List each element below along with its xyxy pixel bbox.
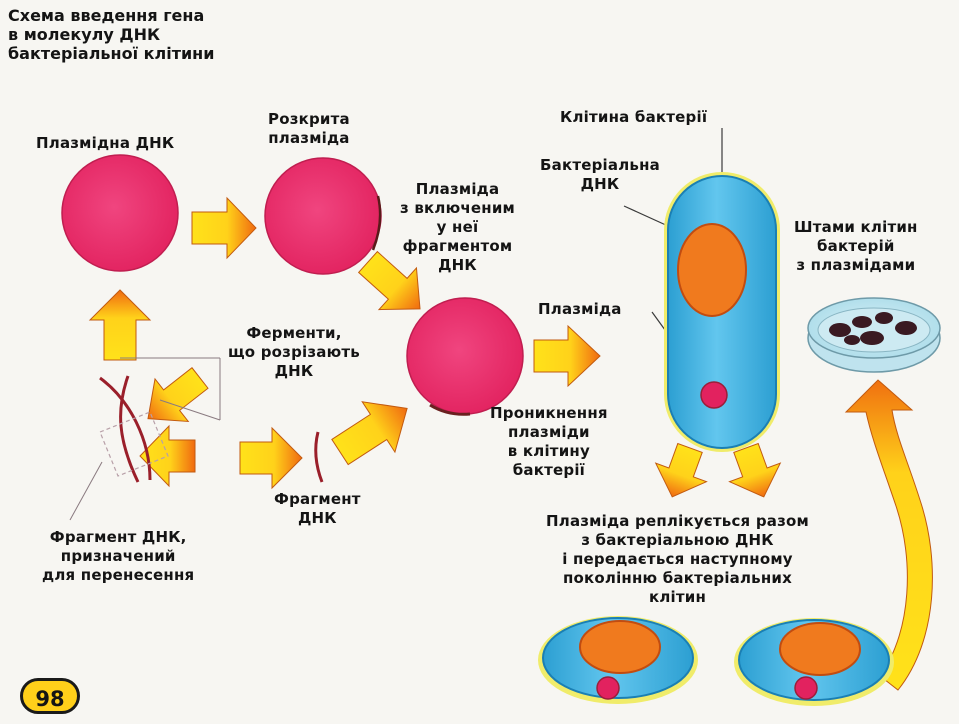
- label-enzymes-line-3: ДНК: [274, 362, 314, 380]
- label-fragment-line-1: Фрагмент: [274, 490, 361, 508]
- label-enzymes-line-2: що розрізають: [228, 343, 360, 361]
- label-penetration-line-3: в клітину: [507, 442, 590, 460]
- label-penetration-line-4: бактерії: [512, 461, 585, 479]
- arrow-cell-down-right: [728, 442, 782, 498]
- label-enzymes-line-1: Ферменти,: [246, 324, 342, 342]
- label-fragment-line-2: ДНК: [297, 509, 337, 527]
- arrow-plasmid-to-opened: [191, 196, 257, 260]
- opened-plasmid-circle: [264, 157, 382, 275]
- label-penetration: Проникнення плазміди в клітину бактерії: [490, 404, 608, 480]
- label-strains: Штами клітин бактерій з плазмідами: [794, 218, 918, 275]
- label-opened-plasmid-line-1: Розкрита: [268, 110, 350, 128]
- arrow-dna-up: [88, 289, 152, 361]
- page-number-badge: 98: [20, 678, 80, 714]
- label-replication-line-1: Плазміда реплікується разом: [546, 512, 809, 530]
- label-enzymes: Ферменти, що розрізають ДНК: [228, 324, 360, 381]
- label-recombinant-line-2: з включеним: [400, 199, 515, 217]
- label-opened-plasmid: Розкрита плазміда: [268, 110, 350, 148]
- label-replication-line-4: поколінню бактеріальних: [562, 569, 793, 587]
- dna-strands: [99, 375, 324, 483]
- label-recombinant-line-4: фрагментом: [402, 237, 513, 255]
- plasmid-dna-circle: [61, 154, 179, 272]
- label-recombinant-plasmid: Плазміда з включеним у неї фрагментом ДН…: [400, 180, 515, 275]
- label-bacterial-dna-line-1: Бактеріальна: [540, 156, 660, 174]
- label-replication: Плазміда реплікується разом з бактеріаль…: [546, 512, 809, 607]
- label-replication-line-3: і передається наступному: [562, 550, 793, 568]
- label-penetration-line-1: Проникнення: [490, 404, 608, 422]
- label-recombinant-line-3: у неї: [436, 218, 479, 236]
- label-dna-fragment-line-2: призначений: [60, 547, 176, 565]
- label-plasmid-dna: Плазмідна ДНК: [36, 134, 175, 152]
- bacterial-colonies: [829, 312, 917, 345]
- label-recombinant-line-5: ДНК: [438, 256, 477, 274]
- arrow-curve-to-strains: [844, 379, 933, 691]
- bacterial-dna-nucleoid: [677, 223, 747, 317]
- label-strains-line-1: Штами клітин: [794, 218, 918, 236]
- label-strains-line-3: з плазмідами: [796, 256, 916, 274]
- arrow-opened-to-recombinant: [357, 250, 421, 311]
- label-fragment: Фрагмент ДНК: [274, 490, 361, 528]
- petri-dish: [807, 297, 941, 373]
- label-bacterial-dna-line-2: ДНК: [580, 175, 620, 193]
- label-strains-line-2: бактерій: [816, 237, 895, 255]
- diagram-title: Схема введення гена в молекулу ДНК бакте…: [8, 6, 214, 63]
- label-dna-fragment-line-1: Фрагмент ДНК,: [49, 528, 187, 546]
- title-line-3: бактеріальної клітини: [8, 44, 215, 63]
- title-line-2: в молекулу ДНК: [8, 25, 161, 44]
- label-penetration-line-2: плазміди: [507, 423, 590, 441]
- label-dna-fragment: Фрагмент ДНК, призначений для перенесенн…: [42, 528, 194, 585]
- label-recombinant-line-1: Плазміда: [415, 180, 500, 198]
- arrow-cell-down-left: [654, 442, 708, 498]
- arrow-fragment-to-recombinant: [331, 401, 408, 466]
- title-line-1: Схема введення гена: [8, 6, 205, 25]
- arrow-recombinant-to-plasmid-label: [533, 324, 601, 388]
- label-replication-line-2: з бактеріальною ДНК: [581, 531, 774, 549]
- label-opened-plasmid-line-2: плазміда: [268, 129, 350, 147]
- label-dna-fragment-line-3: для перенесення: [42, 566, 195, 584]
- label-plasmid: Плазміда: [538, 300, 622, 318]
- arrow-to-fragment: [239, 426, 303, 490]
- arrow-enzyme-cut: [147, 367, 209, 423]
- label-bacterial-dna: Бактеріальна ДНК: [540, 156, 660, 194]
- label-replication-line-5: клітин: [648, 588, 707, 606]
- dna-fragment-box: [99, 411, 169, 477]
- recombinant-plasmid-circle: [406, 297, 524, 416]
- label-bacterial-cell: Клітина бактерії: [560, 108, 708, 126]
- daughter-cell-right: [734, 618, 894, 706]
- daughter-cell-left: [538, 616, 698, 704]
- plasmid-in-cell: [700, 381, 728, 409]
